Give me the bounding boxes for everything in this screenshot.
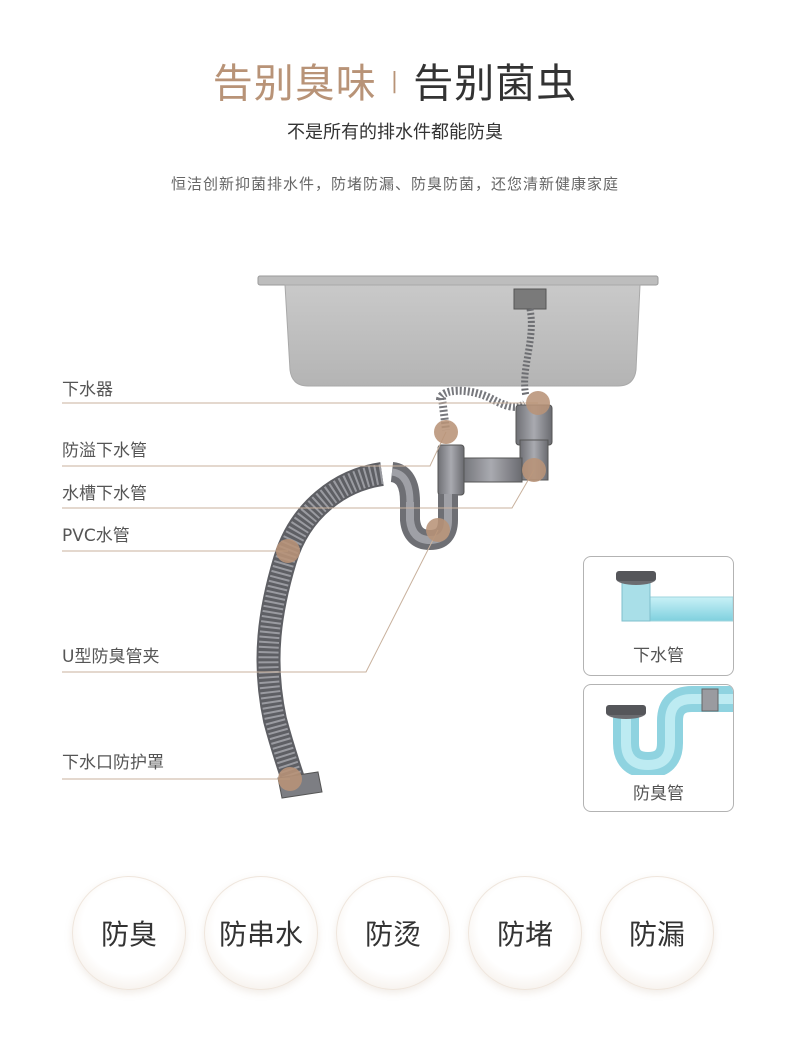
marker-u-clip xyxy=(426,518,450,542)
marker-overflow xyxy=(434,420,458,444)
label-sink-pipe: 水槽下水管 xyxy=(62,484,147,504)
label-u-clip: U型防臭管夹 xyxy=(62,647,160,667)
inset-odor-pipe-caption: 防臭管 xyxy=(633,784,684,804)
inset-odor-pipe: 防臭管 xyxy=(583,684,734,812)
label-drain: 下水器 xyxy=(62,380,113,400)
feature-badge-leak: 防漏 xyxy=(600,876,714,990)
marker-sink-pipe xyxy=(522,458,546,482)
markers xyxy=(276,391,550,791)
title-separator: | xyxy=(390,69,400,94)
feature-badge-odor: 防臭 xyxy=(72,876,186,990)
page-title: 告别臭味 | 告别菌虫 xyxy=(0,58,790,112)
feature-badge-cross-water: 防串水 xyxy=(204,876,318,990)
inset-drain-pipe: 下水管 xyxy=(583,556,734,676)
feature-badge-clog: 防堵 xyxy=(468,876,582,990)
label-pvc-pipe: PVC水管 xyxy=(62,526,130,546)
inset-drain-pipe-caption: 下水管 xyxy=(633,646,684,666)
drain-pipe-image xyxy=(616,571,733,622)
title-accent: 告别臭味 xyxy=(212,61,377,107)
label-overflow-pipe: 防溢下水管 xyxy=(62,441,147,461)
label-drain-guard: 下水口防护罩 xyxy=(62,753,164,773)
marker-drain xyxy=(526,391,550,415)
odor-pipe-image xyxy=(606,686,733,775)
marker-pvc xyxy=(276,539,300,563)
sink xyxy=(257,275,659,387)
feature-badge-scald: 防烫 xyxy=(336,876,450,990)
title-dark: 告别菌虫 xyxy=(413,61,578,107)
marker-guard xyxy=(278,767,302,791)
description: 恒洁创新抑菌排水件，防堵防漏、防臭防菌，还您清新健康家庭 xyxy=(170,175,619,193)
subtitle: 不是所有的排水件都能防臭 xyxy=(287,122,503,143)
